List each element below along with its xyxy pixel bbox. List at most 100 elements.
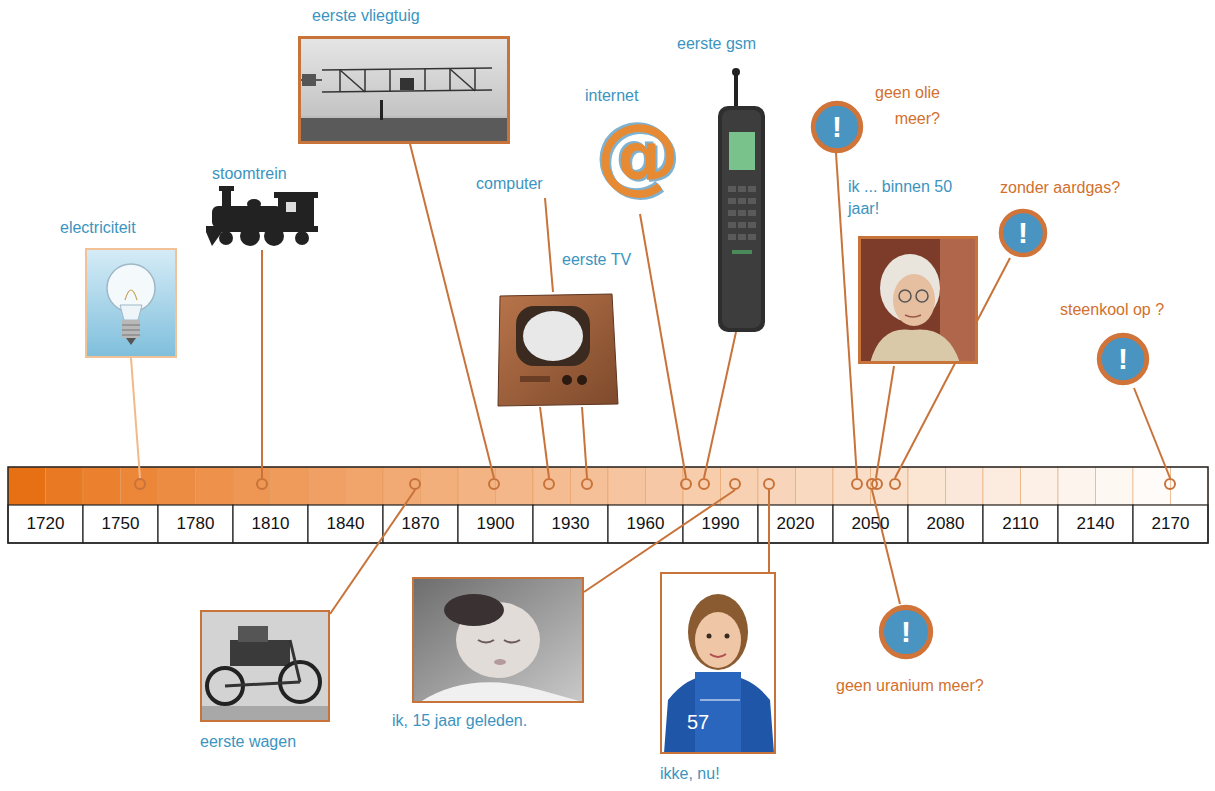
bar-cell	[83, 467, 121, 505]
warning-caption: geen olie meer?	[836, 80, 940, 132]
warning-callout: ! geen uranium meer?	[834, 600, 1034, 700]
bar-cell	[983, 467, 1021, 505]
timeline-marker	[872, 479, 882, 489]
year-label: 1780	[158, 514, 233, 534]
bar-cell	[8, 467, 46, 505]
picture-frame	[412, 577, 584, 703]
timeline-marker	[544, 479, 554, 489]
exclamation-mark: !	[1118, 342, 1128, 376]
old-woman-picture	[859, 237, 977, 363]
timeline-marker	[257, 479, 267, 489]
year-cell	[833, 505, 908, 543]
circle-shape	[813, 103, 861, 151]
bar-cell	[1021, 467, 1059, 505]
bar-cell	[683, 467, 721, 505]
bar-cell	[608, 467, 646, 505]
warning-callout: ! steenkool op ?	[1058, 300, 1208, 388]
item-label: stoomtrein	[212, 164, 287, 185]
bar-cell	[721, 467, 759, 505]
timeline-marker	[699, 479, 709, 489]
bar-cell	[233, 467, 271, 505]
warning-caption: steenkool op ?	[1060, 300, 1164, 321]
picture-frame	[298, 36, 510, 144]
exclamation-mark: !	[1018, 216, 1028, 250]
bar-cell	[496, 467, 534, 505]
timeline-marker	[890, 479, 900, 489]
bar-cell	[271, 467, 309, 505]
picture-callout: electriciteit	[55, 216, 183, 358]
picture-caption: eerste wagen	[200, 732, 296, 753]
bar-cell	[908, 467, 946, 505]
timeline-marker	[489, 479, 499, 489]
bar-cell	[308, 467, 346, 505]
year-label: 1870	[383, 514, 458, 534]
bar-cell	[796, 467, 834, 505]
television-picture	[498, 294, 618, 406]
year-cell	[1058, 505, 1133, 543]
timeline-marker	[410, 479, 420, 489]
timeline-marker	[582, 479, 592, 489]
year-cell	[608, 505, 683, 543]
light-bulb-picture	[86, 249, 176, 356]
year-label: 1750	[83, 514, 158, 534]
bar-cell	[383, 467, 421, 505]
circle-shape	[1099, 335, 1147, 383]
year-label: 2110	[983, 514, 1058, 534]
steam-train-picture	[206, 186, 318, 246]
picture-frame	[200, 610, 330, 722]
year-cell	[533, 505, 608, 543]
year-label: 1720	[8, 514, 83, 534]
timeline-marker	[681, 479, 691, 489]
girl-picture	[661, 573, 775, 753]
timeline-marker	[764, 479, 774, 489]
bar-cell	[533, 467, 571, 505]
bar-cell	[1171, 467, 1209, 505]
exclamation-mark: !	[832, 110, 842, 144]
timeline-marker	[1165, 479, 1175, 489]
picture-frame	[858, 236, 978, 364]
bar-cell	[646, 467, 684, 505]
year-cell	[383, 505, 458, 543]
bar-cell	[1096, 467, 1134, 505]
bar-cell	[421, 467, 459, 505]
item-label: internet	[585, 86, 638, 107]
year-cell	[1133, 505, 1208, 543]
picture-caption: ik, 15 jaar geleden.	[392, 711, 527, 732]
circle-shape	[881, 607, 930, 656]
year-label: 1840	[308, 514, 383, 534]
bar-cell	[346, 467, 384, 505]
item-label: eerste TV	[562, 250, 631, 271]
year-label: 1930	[533, 514, 608, 534]
year-cell	[683, 505, 758, 543]
timeline-marker	[730, 479, 740, 489]
warning-caption: zonder aardgas?	[1000, 178, 1120, 199]
year-label: 2170	[1133, 514, 1208, 534]
bar-outline	[8, 467, 1208, 543]
year-label: 1810	[233, 514, 308, 534]
warning-callout: !geen olie meer?	[806, 80, 942, 154]
timeline-marker	[135, 479, 145, 489]
bar-cell	[46, 467, 84, 505]
year-label: 2080	[908, 514, 983, 534]
picture-callout: eerste vliegtuig	[296, 6, 512, 145]
warning-callout: ! zonder aardgas?	[996, 178, 1136, 260]
leader-lines	[131, 144, 1170, 614]
first-car-picture	[201, 611, 329, 721]
airplane-picture	[299, 37, 509, 141]
baby-picture	[413, 578, 583, 702]
warning-caption: geen uranium meer?	[836, 676, 984, 697]
year-cell	[158, 505, 233, 543]
year-label: 2050	[833, 514, 908, 534]
year-label: 1900	[458, 514, 533, 534]
year-label: 2140	[1058, 514, 1133, 534]
bar-cell	[158, 467, 196, 505]
year-cell	[908, 505, 983, 543]
item-label: computer	[476, 174, 543, 195]
warning-circle: !	[878, 604, 934, 660]
year-cell	[83, 505, 158, 543]
picture-caption: ik ... binnen 50 jaar!	[848, 176, 978, 220]
bar-cell	[758, 467, 796, 505]
picture-caption: ikke, nu!	[660, 764, 720, 785]
picture-callout: ik ... binnen 50 jaar!	[846, 176, 980, 366]
